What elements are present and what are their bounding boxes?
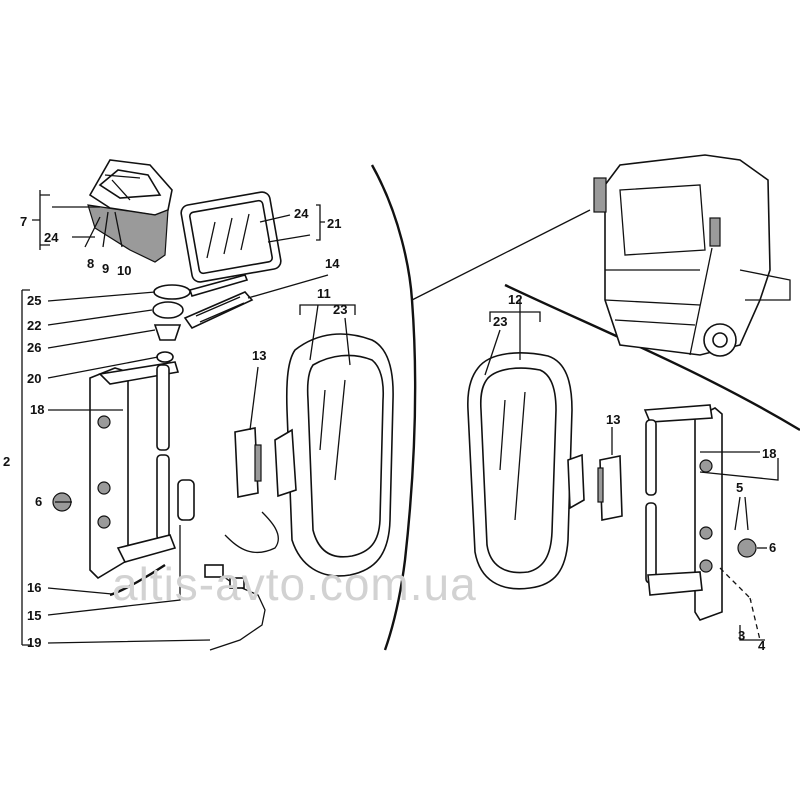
label-25: 25 — [27, 293, 41, 308]
label-9: 9 — [102, 261, 109, 276]
connector-13-right — [597, 455, 623, 521]
leader-14 — [247, 274, 329, 299]
leaders-12-23 — [484, 300, 541, 376]
right-bracket-frame — [643, 404, 723, 621]
label-5: 5 — [736, 480, 743, 495]
label-10: 10 — [117, 263, 131, 278]
wiring-harness — [204, 511, 279, 651]
bracket-14 — [183, 291, 254, 330]
truck-cab — [593, 154, 791, 357]
left-bracket-frame — [89, 361, 180, 580]
label-22: 22 — [27, 318, 41, 333]
label-6-left: 6 — [35, 494, 42, 509]
nut-6-right — [737, 538, 757, 558]
pointer-line-truck — [411, 209, 591, 301]
label-23-right: 23 — [493, 314, 507, 329]
label-13-left: 13 — [252, 348, 266, 363]
divider-curve-right — [504, 283, 800, 432]
label-18-right: 18 — [762, 446, 776, 461]
label-14: 14 — [325, 256, 340, 271]
label-23-left: 23 — [333, 302, 347, 317]
label-19: 19 — [27, 635, 41, 650]
label-21: 21 — [327, 216, 341, 231]
leaders-left — [47, 291, 211, 644]
divider-curve-left — [370, 164, 417, 651]
label-15: 15 — [27, 608, 41, 623]
strap-16 — [109, 564, 166, 597]
label-18-left: 18 — [30, 402, 44, 417]
label-26: 26 — [27, 340, 41, 355]
label-16: 16 — [27, 580, 41, 595]
label-2: 2 — [3, 454, 10, 469]
small-mirror-housing — [87, 159, 173, 263]
label-20: 20 — [27, 371, 41, 386]
leaders-21 — [259, 214, 311, 243]
brace-7 — [32, 190, 50, 250]
label-12: 12 — [508, 292, 522, 307]
label-11: 11 — [317, 286, 331, 301]
bar-part — [188, 274, 249, 297]
sleeve-part — [177, 479, 195, 521]
label-6-right: 6 — [769, 540, 776, 555]
brace-2 — [21, 289, 30, 646]
connector-13-left — [234, 427, 262, 498]
watermark: altis-avto.com.ua — [112, 558, 477, 610]
leaders-18-right — [699, 451, 779, 481]
leaders-7-10 — [52, 206, 123, 248]
bolt-dash-line — [719, 567, 761, 641]
leaders-11-23 — [299, 304, 356, 366]
label-24-mirror: 24 — [294, 206, 309, 221]
label-8: 8 — [87, 256, 94, 271]
label-7: 7 — [20, 214, 27, 229]
label-3: 3 — [738, 628, 745, 643]
brace-21 — [316, 204, 325, 241]
leader-13-left — [249, 366, 259, 431]
small-parts-stack — [152, 284, 191, 363]
label-24-top: 24 — [44, 230, 59, 245]
label-4: 4 — [758, 638, 766, 653]
right-mirror-12 — [467, 352, 585, 590]
leaders-3-4-5 — [734, 496, 765, 641]
mirror-21 — [180, 191, 282, 283]
main-mirror-11 — [274, 333, 394, 577]
label-13-right: 13 — [606, 412, 620, 427]
